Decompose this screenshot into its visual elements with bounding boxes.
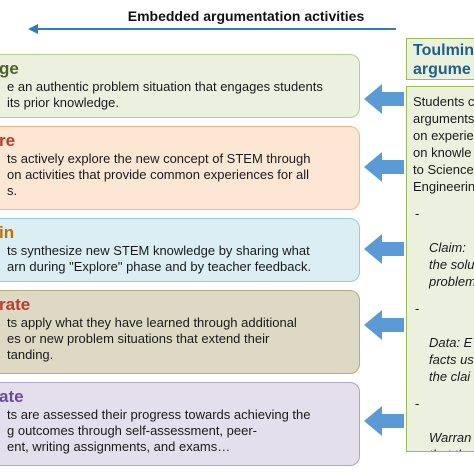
phase-desc-explore: ts actively explore the new concept of S… <box>7 151 311 198</box>
toulmin-item-data: - Data: E facts us the clai <box>413 300 474 385</box>
dash-marker: - <box>415 396 420 411</box>
toulmin-intro: Students c arguments on experie on knowl… <box>413 94 474 194</box>
header-arrowhead <box>28 24 38 34</box>
phase-title-engage: ge <box>0 59 19 78</box>
toulmin-item-text: Claim: the solu problem <box>429 240 474 289</box>
toulmin-item-warrant: - Warran that the suppor <box>413 395 474 451</box>
header: Embedded argumentation activities <box>0 4 474 34</box>
phase-explain: in ts synthesize new STEM knowledge by s… <box>0 218 360 282</box>
phase-desc-explain: ts synthesize new STEM knowledge by shar… <box>7 243 312 274</box>
toulmin-item-text: Data: E facts us the clai <box>429 335 474 384</box>
arrow-left-icon <box>364 84 404 114</box>
phase-desc-evaluate: ts are assessed their progress towards a… <box>7 407 311 454</box>
arrow-left-icon <box>364 310 404 340</box>
phase-title-evaluate: ate <box>0 387 24 406</box>
phase-explore: re ts actively explore the new concept o… <box>0 126 360 210</box>
phase-title-explain: in <box>0 223 15 242</box>
phase-elaborate: rate ts apply what they have learned thr… <box>0 290 360 374</box>
dash-marker: - <box>415 206 420 221</box>
dash-marker: - <box>415 301 420 316</box>
phase-title-explore: re <box>0 131 16 150</box>
phase-title-elaborate: rate <box>0 295 31 314</box>
toulmin-item-claim: - Claim: the solu problem <box>413 205 474 290</box>
phase-desc-elaborate: ts apply what they have learned through … <box>7 315 297 362</box>
phase-engage: ge e an authentic problem situation that… <box>0 54 360 118</box>
arrow-left-icon <box>364 406 404 436</box>
toulmin-title: Toulmin argume <box>406 38 474 80</box>
arrow-left-icon <box>364 152 404 182</box>
header-arrow-line <box>36 28 396 30</box>
phase-desc-engage: e an authentic problem situation that en… <box>7 79 323 110</box>
header-title: Embedded argumentation activities <box>127 8 365 24</box>
toulmin-panel: Students c arguments on experie on knowl… <box>406 86 474 452</box>
toulmin-item-text: Warran that the suppor <box>429 430 472 451</box>
arrow-left-icon <box>364 234 404 264</box>
phase-evaluate: ate ts are assessed their progress towar… <box>0 382 360 466</box>
